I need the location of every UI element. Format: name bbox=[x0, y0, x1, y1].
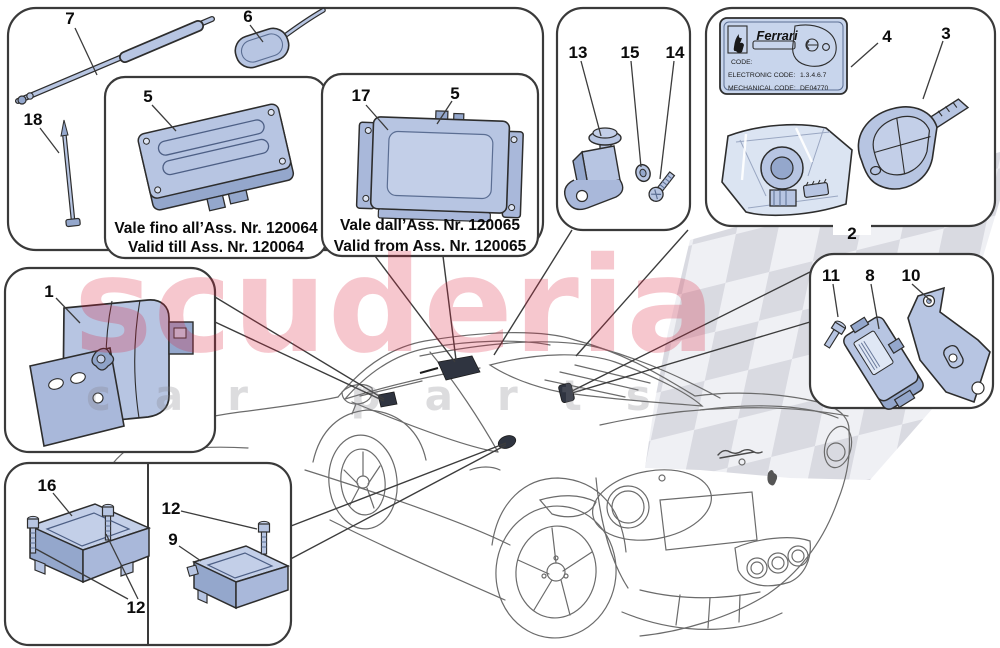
watermark-primary: scuderia bbox=[74, 229, 716, 383]
fender-component-marker bbox=[497, 435, 517, 449]
part-gps-antenna-6 bbox=[234, 7, 326, 69]
callout-leaders bbox=[35, 24, 944, 600]
prancing-horse-logo bbox=[733, 34, 744, 53]
callout-9: 9 bbox=[168, 530, 177, 549]
card-mechanical-label: MECHANICAL CODE: bbox=[728, 85, 796, 92]
part-ecu-9 bbox=[186, 545, 291, 610]
part-screw-14 bbox=[648, 171, 676, 202]
callout-2: 2 bbox=[847, 224, 856, 243]
part-antenna-rod-7 bbox=[15, 16, 215, 105]
callout-1: 1 bbox=[44, 282, 53, 301]
part-bolt-12-right bbox=[257, 520, 271, 555]
callout-12a: 12 bbox=[162, 499, 181, 518]
callout-11: 11 bbox=[822, 266, 840, 285]
card-electronic-value: 1.3.4.6.7 bbox=[800, 72, 827, 79]
prancing-horse-badge bbox=[767, 470, 778, 486]
part-ecu-17-5-from bbox=[355, 110, 524, 223]
leader-lines bbox=[214, 229, 811, 564]
component-location-markers bbox=[377, 355, 575, 449]
validity-notes: Vale fino all’Ass. Nr. 120064 Valid till… bbox=[114, 217, 526, 256]
card-code-label: CODE: bbox=[731, 59, 753, 66]
callout-18: 18 bbox=[24, 110, 43, 129]
mirror-sensor-marker bbox=[377, 391, 398, 408]
watermark-secondary: car parts bbox=[86, 371, 695, 420]
card-mechanical-value: DE04770 bbox=[800, 85, 829, 92]
validity-until-it: Vale fino all’Ass. Nr. 120064 bbox=[114, 220, 318, 237]
card-electronic-label: ELECTRONIC CODE: bbox=[728, 72, 795, 79]
dash-ecu-marker bbox=[437, 355, 481, 381]
callout-7: 7 bbox=[65, 9, 74, 28]
part-lock-kit-bag-2 bbox=[721, 123, 853, 217]
part-ecu-5-until bbox=[137, 103, 295, 212]
callout-4: 4 bbox=[882, 27, 892, 46]
callout-17: 17 bbox=[352, 86, 371, 105]
validity-until-en: Valid till Ass. Nr. 120064 bbox=[128, 239, 304, 256]
callout-5b: 5 bbox=[450, 84, 459, 103]
callout-13: 13 bbox=[569, 43, 588, 62]
part-bolt-12-left-a bbox=[26, 515, 40, 554]
car-drawing bbox=[105, 332, 853, 639]
callout-5a: 5 bbox=[143, 87, 152, 106]
callout-14: 14 bbox=[666, 43, 685, 62]
callout-12b: 12 bbox=[127, 598, 146, 617]
validity-from-it: Vale dall’Ass. Nr. 120065 bbox=[340, 217, 520, 234]
part-receiver-8 bbox=[843, 316, 924, 410]
card-brand: Ferrari bbox=[756, 28, 798, 43]
callout-15: 15 bbox=[621, 43, 640, 62]
part-bolt-11 bbox=[823, 320, 847, 349]
callout-3: 3 bbox=[941, 24, 950, 43]
part-key-3 bbox=[857, 98, 970, 190]
part-washer-15 bbox=[635, 163, 651, 183]
validity-from-en: Valid from Ass. Nr. 120065 bbox=[334, 238, 527, 255]
callout-10: 10 bbox=[902, 266, 921, 285]
label-2-border-gap bbox=[833, 217, 871, 235]
ferrari-script-badge bbox=[717, 449, 763, 459]
callout-16: 16 bbox=[38, 476, 57, 495]
callout-8: 8 bbox=[865, 266, 874, 285]
callout-6: 6 bbox=[243, 7, 252, 26]
part-bolt-12-left-b bbox=[101, 503, 115, 541]
part-siren-1 bbox=[29, 299, 194, 447]
part-whip-antenna-18 bbox=[60, 119, 81, 228]
callout-labels: 7 6 18 5 17 5 13 15 14 4 3 2 1 11 8 10 1… bbox=[24, 7, 951, 617]
part-code-card-4: Ferrari CODE: ELECTRONIC CODE: 1.3.4.6.7… bbox=[719, 17, 848, 95]
